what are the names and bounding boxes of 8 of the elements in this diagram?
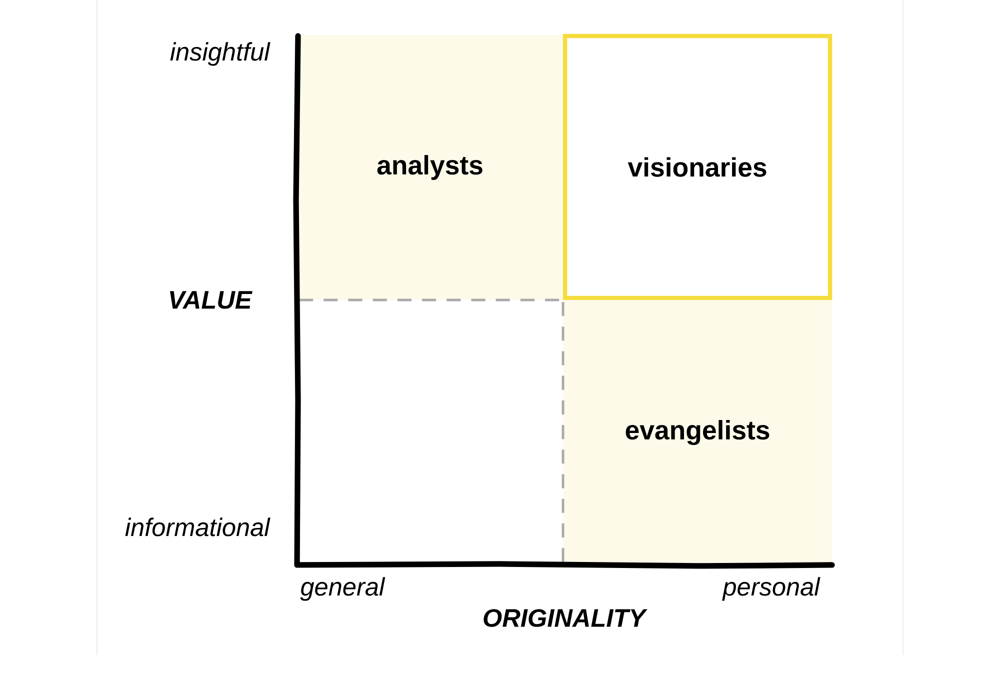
- quadrant-box: visionaries: [562, 34, 832, 300]
- axis-title: ORIGINALITY: [484, 609, 648, 627]
- axis-value-label: insightful: [170, 42, 270, 66]
- axis-value-label: general: [300, 577, 386, 601]
- quadrant-box: evangelists: [563, 300, 832, 565]
- axis-value-label: informational: [125, 518, 270, 536]
- axis-title: VALUE: [170, 291, 252, 309]
- quadrant-box: analysts: [297, 35, 564, 300]
